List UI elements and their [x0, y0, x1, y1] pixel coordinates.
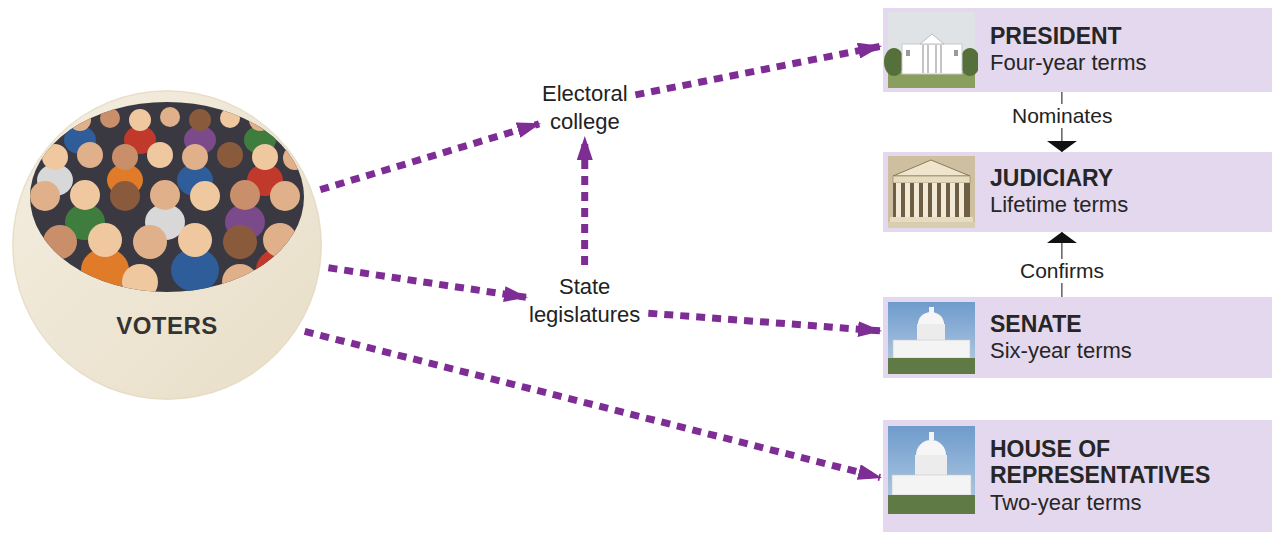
node-text-holder: VOTERS — [10, 312, 324, 340]
crowd-photo-part — [283, 146, 307, 170]
crowd-photo-part — [129, 109, 151, 131]
crowd-photo-part — [160, 107, 180, 127]
crowd-photo-part — [252, 144, 278, 170]
crowd-photo-part — [100, 108, 120, 128]
crowd-photo-part — [70, 180, 100, 210]
node-text-holder: HOUSE OF REPRESENTATIVESTwo-year terms — [990, 420, 1266, 532]
crowd-photo-part — [133, 225, 167, 259]
crowd-photo-part — [190, 181, 220, 211]
electoral-college-node: Electoral college — [542, 80, 628, 135]
node-title: JUDICIARY — [990, 165, 1266, 191]
crowd-photo-part — [30, 181, 60, 211]
crowd-photo — [25, 95, 310, 300]
senate-box: SENATESix-year terms — [883, 297, 1272, 378]
crowd-photo-part — [182, 144, 208, 170]
crowd-photo-part — [223, 225, 257, 259]
node-title: HOUSE OF REPRESENTATIVES — [990, 436, 1266, 489]
crowd-photo-part — [178, 223, 212, 257]
crowd-photo-part — [69, 109, 91, 131]
crowd-photo-part — [147, 142, 173, 168]
voters-circle: VOTERS — [10, 90, 324, 400]
crowd-photo-part — [110, 181, 140, 211]
crowd-photo-part — [220, 108, 240, 128]
dashed-arrow — [635, 46, 880, 95]
node-text-holder: JUDICIARYLifetime terms — [990, 152, 1266, 232]
node-title: Electoral college — [542, 80, 628, 135]
dashed-arrow — [328, 268, 526, 298]
president-box: PRESIDENTFour-year terms — [883, 8, 1272, 92]
crowd-photo-part — [112, 144, 138, 170]
house-box: HOUSE OF REPRESENTATIVESTwo-year terms — [883, 420, 1272, 532]
crowd-photo-part — [256, 248, 304, 292]
crowd-photo-part — [263, 223, 297, 257]
voters-disc — [12, 90, 322, 400]
dashed-arrow — [320, 124, 539, 190]
crowd-photo-part — [43, 225, 77, 259]
dashed-arrow — [648, 313, 880, 331]
node-subtitle: Two-year terms — [990, 489, 1266, 517]
crowd-photo-part — [122, 264, 158, 300]
dashed-arrow — [305, 331, 880, 477]
node-subtitle: Lifetime terms — [990, 191, 1266, 219]
judiciary-box: JUDICIARYLifetime terms — [883, 152, 1272, 232]
node-text-holder: PRESIDENTFour-year terms — [990, 8, 1266, 92]
node-subtitle: Six-year terms — [990, 337, 1266, 365]
crowd-photo-part — [230, 180, 260, 210]
edge-label: Confirms — [1016, 259, 1108, 283]
crowd-photo-part — [249, 109, 271, 131]
node-subtitle: Four-year terms — [990, 49, 1266, 77]
state-legislatures-node: State legislatures — [529, 273, 640, 328]
crowd-photo-part — [77, 142, 103, 168]
crowd-photo-part — [222, 264, 258, 300]
crowd-photo-part — [88, 223, 122, 257]
node-title: SENATE — [990, 311, 1266, 337]
node-text-holder: SENATESix-year terms — [990, 297, 1266, 378]
node-title: State legislatures — [529, 273, 640, 328]
circle-outline — [13, 91, 321, 399]
crowd-photo-part — [25, 95, 310, 300]
crowd-photo-part — [42, 144, 68, 170]
crowd-photo-part — [189, 109, 211, 131]
crowd-photo-part — [150, 180, 180, 210]
node-title: PRESIDENT — [990, 23, 1266, 49]
node-title: VOTERS — [10, 312, 324, 340]
edge-label: Nominates — [1008, 104, 1116, 128]
circle-outline — [10, 90, 324, 400]
voters-disc-part — [12, 90, 322, 400]
crowd-photo-part — [217, 142, 243, 168]
crowd-photo-part — [270, 181, 300, 211]
dashed-arrow — [581, 138, 588, 265]
